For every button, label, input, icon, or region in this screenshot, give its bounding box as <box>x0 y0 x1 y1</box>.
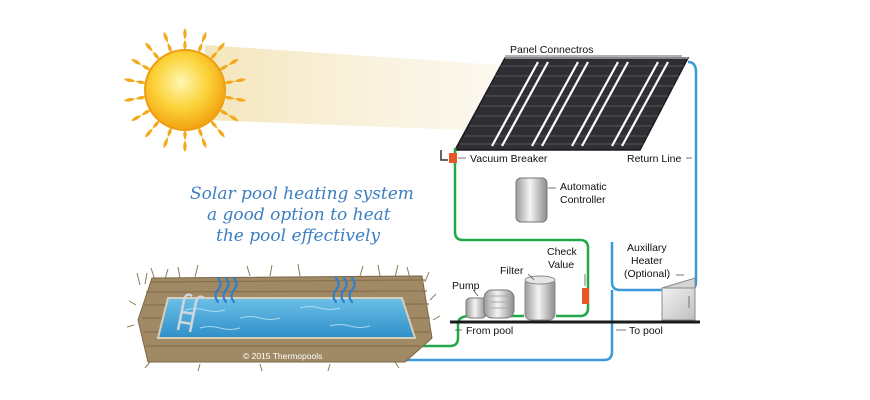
vacuum-breaker-label: Vacuum Breaker <box>470 153 548 165</box>
solar-panel <box>453 57 690 151</box>
auxiliary-heater-icon <box>661 277 696 321</box>
leader-lines <box>455 157 692 331</box>
heat-waves-icon <box>214 276 356 304</box>
from-pool-label: From pool <box>466 325 513 337</box>
tagline-line-2: a good option to heat <box>207 205 391 225</box>
sun-beam <box>205 45 500 130</box>
pool-illustration <box>137 275 433 363</box>
automatic-controller-label-1: Automatic <box>560 181 607 193</box>
filter-icon <box>524 275 556 321</box>
check-valve-label-2: Value <box>548 259 574 271</box>
pool-ladder <box>176 293 205 333</box>
check-valve-icon <box>582 288 589 304</box>
tagline-line-1: Solar pool heating system <box>190 184 414 204</box>
grass-border <box>126 263 441 372</box>
tagline-line-3: the pool effectively <box>216 226 380 246</box>
to-pool-label: To pool <box>629 325 663 337</box>
panel-connectors-label: Panel Connectros <box>510 44 593 56</box>
filter-label: Filter <box>500 265 524 277</box>
vacuum-breaker-icon <box>440 150 457 163</box>
check-valve-label-1: Check <box>547 246 578 258</box>
copyright-text: © 2015 Thermopools <box>243 351 322 361</box>
auxiliary-heater-label-2: Heater <box>631 255 663 267</box>
automatic-controller-label-2: Controller <box>560 194 606 206</box>
automatic-controller-icon <box>515 177 548 223</box>
pump-icon <box>465 289 515 319</box>
sun-icon <box>123 28 247 152</box>
auxiliary-heater-label-3: (Optional) <box>624 268 670 280</box>
auxiliary-heater-label-1: Auxillary <box>627 242 667 254</box>
return-line-label: Return Line <box>627 153 681 165</box>
pump-label: Pump <box>452 280 480 292</box>
